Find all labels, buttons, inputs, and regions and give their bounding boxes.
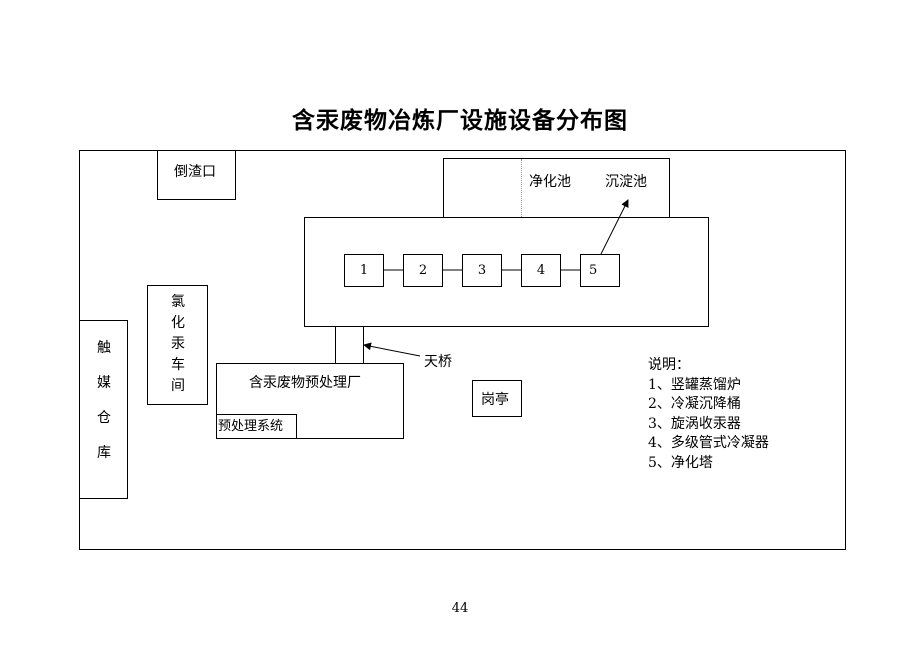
catalyst-warehouse-box: 触 媒 仓 库 <box>79 320 128 499</box>
legend-item: 4、多级管式冷凝器 <box>648 435 769 451</box>
bridge-label: 天桥 <box>424 354 452 370</box>
catalyst-warehouse-label: 触 媒 仓 库 <box>97 340 111 461</box>
bridge-arrow <box>363 342 421 357</box>
sedimentation-pool-label: 沉淀池 <box>605 174 647 190</box>
dumping-port-box: 倒渣口 <box>157 150 236 200</box>
guard-booth-label: 岗亭 <box>481 392 509 408</box>
legend-item: 2、冷凝沉降桶 <box>648 396 741 412</box>
pretreatment-system-label: 预处理系统 <box>218 419 284 434</box>
equipment-box-2: 2 <box>403 254 443 287</box>
exhaust-arrow <box>600 199 629 255</box>
pretreatment-plant-label: 含汞废物预处理厂 <box>249 375 361 391</box>
equipment-number-3: 3 <box>477 263 487 278</box>
legend-item: 1、竖罐蒸馏炉 <box>648 376 741 393</box>
legend-item: 5、净化塔 <box>648 454 713 471</box>
pool-divider <box>521 159 522 217</box>
mercury-chloride-workshop-label: 氯 化 汞 车 间 <box>171 294 185 394</box>
equipment-number-1: 1 <box>359 263 369 278</box>
page-number: 44 <box>451 601 469 616</box>
bridge-connector <box>335 326 364 364</box>
mercury-chloride-workshop-box: 氯 化 汞 车 间 <box>147 285 208 405</box>
equipment-box-5: 5 <box>580 254 620 287</box>
pools-box: 净化池 沉淀池 <box>443 158 670 218</box>
legend-heading: 说明： <box>648 357 690 373</box>
diagram-title: 含汞废物冶炼厂设施设备分布图 <box>292 108 628 134</box>
equipment-box-1: 1 <box>344 254 384 287</box>
legend: 说明： 1、竖罐蒸馏炉 2、冷凝沉降桶 3、旋涡收汞器 4、多级管式冷凝器 5、… <box>648 356 769 473</box>
purification-pool-label: 净化池 <box>529 174 571 190</box>
equipment-number-4: 4 <box>536 263 546 278</box>
equipment-box-4: 4 <box>521 254 561 287</box>
equipment-number-2: 2 <box>418 263 428 278</box>
pretreatment-system-box: 预处理系统 <box>216 414 297 439</box>
equipment-number-5: 5 <box>589 263 598 278</box>
guard-booth-box: 岗亭 <box>472 380 522 417</box>
legend-item: 3、旋涡收汞器 <box>648 415 741 432</box>
dumping-port-label: 倒渣口 <box>174 164 216 180</box>
equipment-box-3: 3 <box>462 254 502 287</box>
